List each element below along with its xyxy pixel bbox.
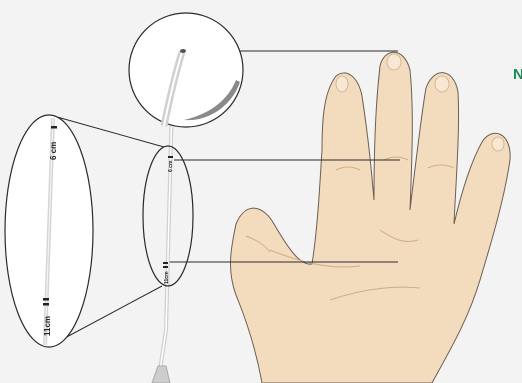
finger-crease-3 <box>427 164 455 169</box>
large-mark-11cm-tick-b <box>43 303 49 306</box>
small-mark-11cm: 11cm <box>164 271 170 284</box>
tip-magnifier-shadow <box>184 80 240 121</box>
hand-silhouette <box>229 51 511 383</box>
hand-crease-2 <box>329 286 421 301</box>
fingernail-index <box>335 75 349 93</box>
small-mark-6cm: 6 cm <box>168 160 174 172</box>
segment-ellipse-outline <box>142 145 194 287</box>
small-mark-6cm-tick <box>168 156 173 158</box>
large-mark-6cm-tick <box>51 126 57 129</box>
cone-line-top <box>49 114 165 148</box>
hand-illustration <box>229 51 511 383</box>
fingernail-middle <box>386 53 402 71</box>
corner-label: N <box>513 66 522 83</box>
tip-magnifier <box>128 12 244 128</box>
fingernail-little <box>491 136 505 152</box>
fingernail-ring <box>434 75 450 93</box>
finger-crease-2 <box>383 156 409 161</box>
large-mark-6cm: 6 cm <box>49 142 58 160</box>
tip-catheter-large-inner <box>163 51 183 127</box>
small-mark-11cm-tick-a <box>163 262 168 264</box>
hand-crease-1 <box>269 249 361 268</box>
tip-opening <box>180 49 186 53</box>
hand-crease-3 <box>379 229 419 243</box>
large-magnifier: 6 cm 11cm <box>4 114 94 348</box>
large-mark-11cm-tick-a <box>43 298 49 301</box>
finger-crease-1 <box>335 166 361 171</box>
tip-magnifier-circle <box>128 12 244 128</box>
large-mark-11cm: 11cm <box>43 316 52 336</box>
small-mark-11cm-tick-b <box>163 266 168 268</box>
thumb-crease <box>245 235 271 253</box>
large-catheter-inner <box>44 117 54 346</box>
segment-ellipse: 6 cm 11cm <box>142 145 194 287</box>
catheter-hub <box>151 365 171 383</box>
